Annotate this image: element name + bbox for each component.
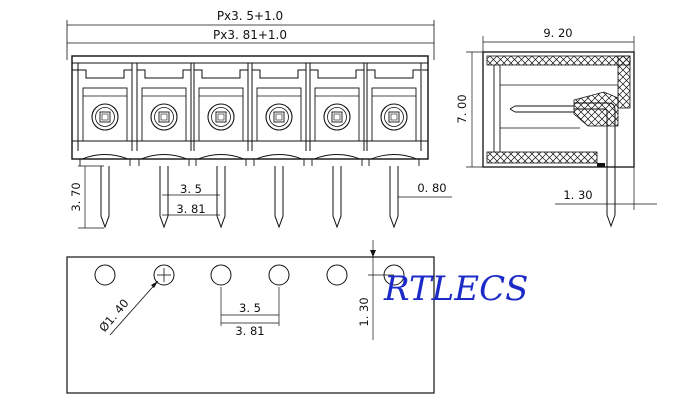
hole-pitch-35-label: 3. 5 [239, 301, 261, 315]
hole [210, 264, 232, 286]
pin-thickness-label: 0. 80 [417, 181, 446, 195]
terminal-cell [77, 63, 133, 166]
pin [159, 166, 169, 229]
pitch-total-381-label: Px3. 81+1.0 [213, 28, 287, 42]
brand-logo: RTLECS [383, 269, 528, 309]
edge-offset-dimension: 1. 30 [357, 240, 394, 340]
depth-dimension: 9. 20 [482, 26, 635, 52]
hole-pitch-dimension: 3. 5 3. 81 [220, 287, 280, 338]
side-housing [482, 51, 635, 168]
pin [216, 166, 226, 229]
terminal-cells [72, 63, 428, 166]
screw-icon [323, 103, 351, 131]
terminal-cell [366, 63, 422, 166]
pin-thickness-dimension: 0. 80 [389, 181, 452, 202]
screw-icon [207, 103, 235, 131]
hole-diameter-dimension: Ø1. 40 [96, 280, 159, 336]
bottom-view: Ø1. 40 3. 5 3. 81 1. 30 [66, 240, 435, 394]
pin-offset-label: 1. 30 [563, 188, 592, 202]
pin-offset-dimension: 1. 30 [555, 167, 657, 210]
screw-icon [150, 103, 178, 131]
screw-icon [91, 103, 119, 131]
hole [326, 264, 348, 286]
pins [100, 166, 399, 229]
holes [94, 264, 405, 286]
pin [274, 166, 284, 229]
terminal-cell [136, 63, 192, 166]
housing-body [71, 55, 429, 160]
height-dimension: 7. 00 [455, 51, 483, 168]
hole [94, 264, 116, 286]
pin-pitch-381-label: 3. 81 [176, 202, 205, 216]
pin-pitch-dimension: 3. 5 3. 81 [162, 182, 220, 216]
pin-length-dimension: 3. 70 [69, 165, 104, 229]
pcb-footprint [66, 256, 435, 394]
pin [389, 166, 399, 229]
overall-width-dimension: Px3. 5+1.0 Px3. 81+1.0 [66, 9, 435, 60]
hole-pitch-381-label: 3. 81 [235, 324, 264, 338]
pin [100, 166, 110, 229]
screw-icon [265, 103, 293, 131]
hole-diameter-label: Ø1. 40 [96, 296, 131, 334]
front-view: Px3. 5+1.0 Px3. 81+1.0 3. 70 3. 5 3. 81 [66, 9, 452, 229]
hole [153, 264, 175, 286]
pin-pitch-35-label: 3. 5 [180, 182, 202, 196]
edge-offset-label: 1. 30 [357, 297, 371, 326]
pitch-total-35-label: Px3. 5+1.0 [217, 9, 283, 23]
pin [332, 166, 342, 229]
terminal-cell [193, 63, 249, 166]
terminal-cell [309, 63, 365, 166]
pin-length-label: 3. 70 [69, 182, 83, 211]
terminal-cell [251, 63, 307, 166]
depth-label: 9. 20 [543, 26, 572, 40]
side-view: 9. 20 7. 00 [455, 26, 657, 228]
screw-icon [380, 103, 408, 131]
hole [268, 264, 290, 286]
height-label: 7. 00 [455, 94, 469, 123]
